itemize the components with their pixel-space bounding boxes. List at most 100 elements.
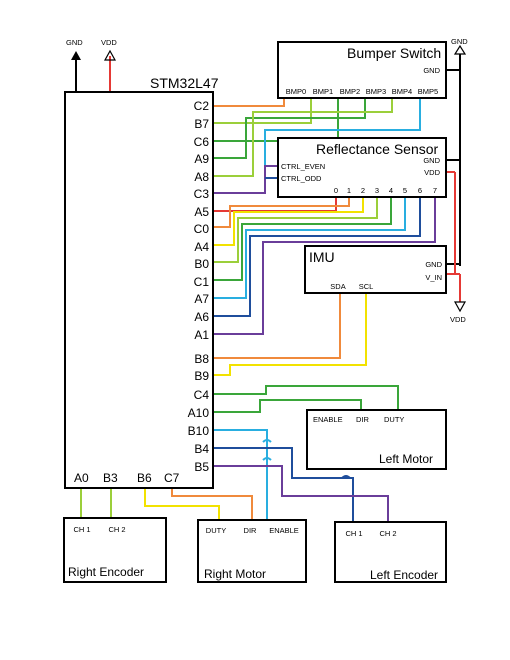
wire-b10-enable [213, 429, 272, 521]
wire-b5-ch2 [213, 465, 389, 522]
left-encoder-box [334, 521, 447, 583]
wire-ctrl-even [213, 165, 278, 194]
pin-label-b3: B3 [103, 471, 118, 485]
wire-b0-r3 [213, 197, 378, 263]
imu-sda-label: SDA [330, 282, 345, 291]
right-encoder-ch2-label: CH 2 [108, 525, 125, 534]
pin-label: C2 [194, 99, 210, 113]
reflectance-sensor-box [277, 137, 447, 198]
left-encoder-ch2-label: CH 2 [379, 529, 396, 538]
bumper-pin-label: BMP2 [340, 87, 360, 96]
bumper-pin-label: BMP3 [366, 87, 386, 96]
bumper-pin-label: BMP1 [313, 87, 333, 96]
left-motor-dir-label: DIR [356, 415, 370, 424]
reflectance-pin-label: 5 [403, 186, 407, 195]
pin-label-a0: A0 [74, 471, 89, 485]
reflectance-gnd-label: GND [423, 156, 440, 165]
bumper-gnd-label: GND [423, 66, 440, 75]
wire-b7-bmp1 [213, 98, 312, 124]
reflectance-pin-label: 7 [433, 186, 437, 195]
pin-label: C0 [194, 222, 210, 236]
pin-label: A1 [194, 328, 209, 342]
pin-label: B0 [194, 257, 209, 271]
left-encoder-title: Left Encoder [370, 568, 438, 582]
pin-label: C3 [194, 187, 210, 201]
pin-label: A8 [194, 170, 209, 184]
right-motor-duty-label: DUTY [206, 526, 226, 535]
pin-label: B8 [194, 352, 209, 366]
wire-b8-sda [213, 293, 341, 359]
wire-b4-ch1 [213, 447, 354, 522]
reflectance-pin-label: 1 [347, 186, 351, 195]
right-motor-title: Right Motor [204, 567, 266, 581]
wire-b9-scl [213, 293, 367, 376]
mcu-block: STM32L47 C2 B7 C6 A9 A8 C3 A5 C0 A4 B0 C… [64, 75, 219, 489]
gnd-label-right: GND [451, 37, 468, 46]
wire-a5-r0 [213, 197, 337, 212]
left-motor-enable-label: ENABLE [313, 415, 343, 424]
right-motor-enable-label: ENABLE [269, 526, 299, 535]
reflectance-pin-label: 2 [361, 186, 365, 195]
wire-a7-r5 [213, 197, 406, 299]
left-encoder-block: CH 1 CH 2 Left Encoder [334, 521, 447, 583]
pin-label: C6 [194, 135, 210, 149]
imu-box [304, 245, 447, 294]
right-power-rails: GND VDD [446, 37, 468, 324]
imu-title: IMU [309, 249, 335, 265]
gnd-arrow-icon [71, 51, 81, 60]
gnd-label-left: GND [66, 38, 83, 47]
imu-gnd-label: GND [425, 260, 442, 269]
mcu-title: STM32L47 [150, 75, 219, 91]
right-motor-box [197, 519, 307, 583]
bumper-pin-label: BMP4 [392, 87, 412, 96]
ctrl-odd-label: CTRL_ODD [281, 174, 322, 183]
right-encoder-ch1-label: CH 1 [73, 525, 90, 534]
right-encoder-box [63, 517, 167, 583]
ctrl-even-label: CTRL_EVEN [281, 162, 325, 171]
left-motor-title: Left Motor [379, 452, 433, 466]
mcu-right-pin-labels: C2 B7 C6 A9 A8 C3 A5 C0 A4 B0 C1 A7 A6 A… [188, 99, 210, 474]
wire-a4-r2 [213, 197, 364, 246]
pin-label: A10 [188, 406, 210, 420]
bumper-switch-box [277, 41, 447, 99]
bumper-pin-label: BMP0 [286, 87, 306, 96]
wire-a10-dir [213, 399, 362, 413]
wire-c7-dir [171, 488, 253, 520]
pin-label: A7 [194, 292, 209, 306]
reflectance-pin-label: 6 [418, 186, 422, 195]
bumper-pin-label: BMP5 [418, 87, 438, 96]
left-motor-block: ENABLE DIR DUTY Left Motor [306, 409, 447, 470]
vdd-label-left: VDD [101, 38, 117, 47]
right-encoder-block: CH 1 CH 2 Right Encoder [63, 517, 167, 583]
wire-a8-bmp4 [213, 98, 393, 177]
pin-label: B10 [188, 424, 210, 438]
left-motor-box [306, 409, 447, 470]
reflectance-vdd-label: VDD [424, 168, 440, 177]
pin-label: B5 [194, 460, 209, 474]
wire-c1-r4 [213, 197, 392, 281]
bumper-switch-title: Bumper Switch [347, 45, 441, 61]
right-motor-dir-label: DIR [244, 526, 258, 535]
pin-label-b6: B6 [137, 471, 152, 485]
wire-a6-r6 [213, 197, 421, 317]
pin-label: A4 [194, 240, 209, 254]
pin-label: A6 [194, 310, 209, 324]
vdd-label-right: VDD [450, 315, 466, 324]
pin-label: C1 [194, 275, 210, 289]
pin-label-c7: C7 [164, 471, 180, 485]
pin-label: A5 [194, 205, 209, 219]
wire-b6-duty [144, 488, 220, 520]
reflectance-sensor-block: Reflectance Sensor CTRL_EVEN CTRL_ODD GN… [277, 137, 447, 198]
bumper-switch-block: Bumper Switch GND BMP0 BMP1 BMP2 BMP3 BM… [277, 41, 447, 99]
gnd-arrow-icon-right [453, 44, 467, 55]
imu-scl-label: SCL [359, 282, 374, 291]
imu-vin-label: V_IN [425, 273, 442, 282]
vdd-arrow-icon-right [453, 301, 467, 313]
wire-c0-r1 [213, 197, 350, 228]
mcu-box [64, 91, 214, 489]
wire-c2-bmp0 [213, 98, 285, 107]
pin-label: B7 [194, 117, 209, 131]
right-encoder-title: Right Encoder [68, 565, 144, 579]
reflectance-pin-label: 4 [389, 186, 393, 195]
